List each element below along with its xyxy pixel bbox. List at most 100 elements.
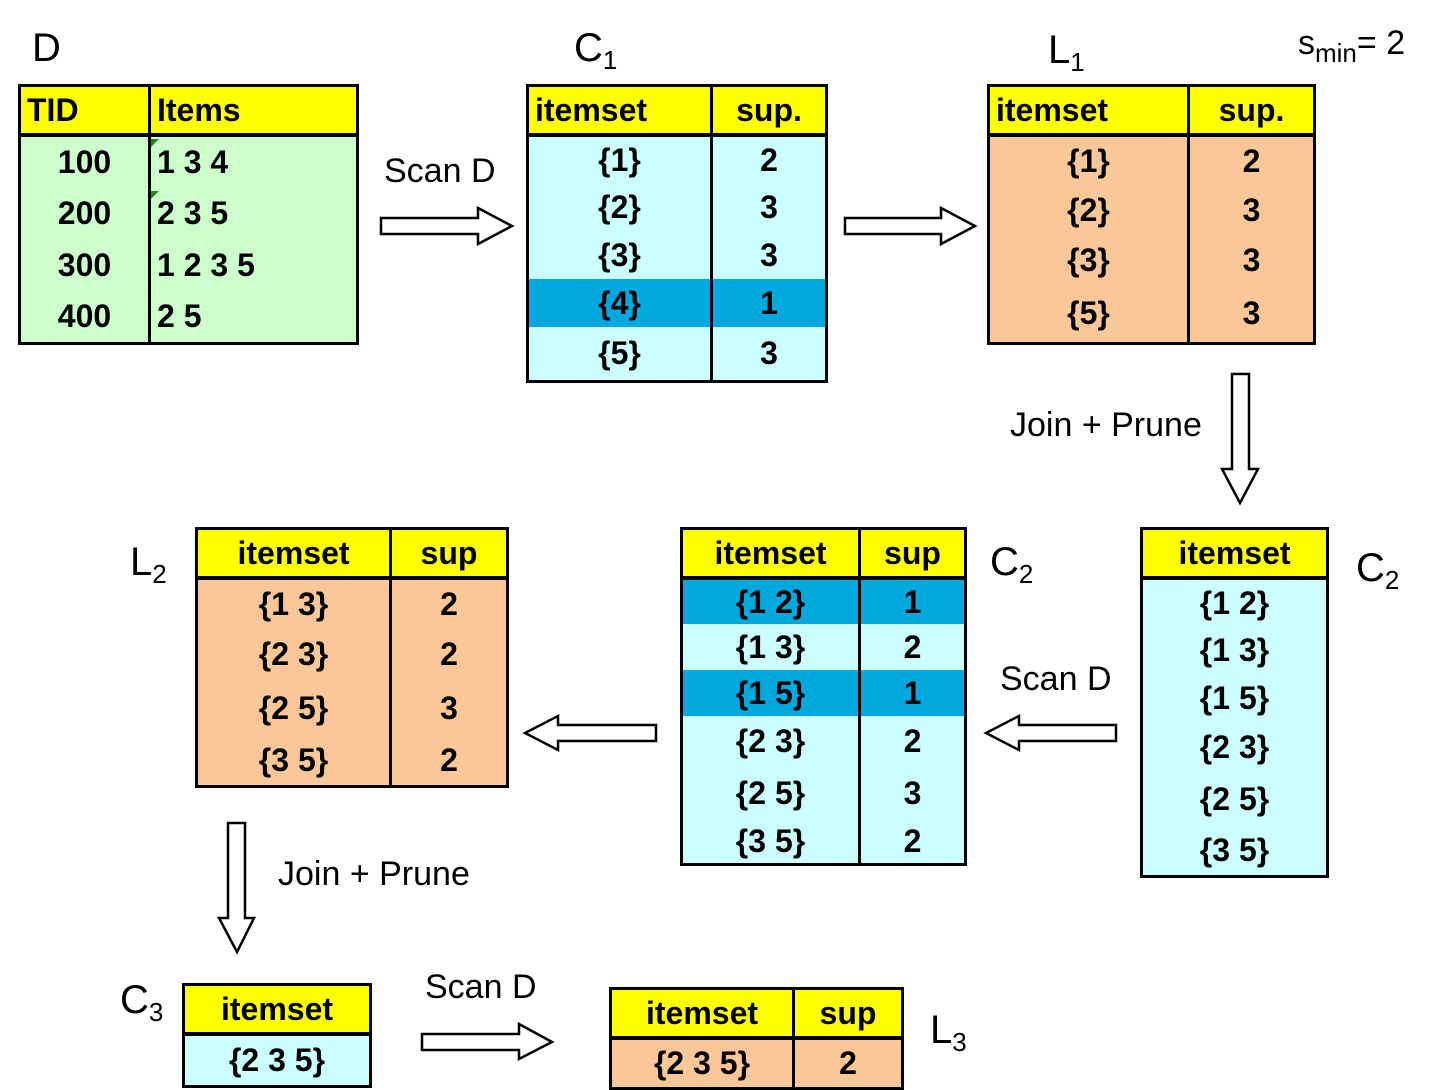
label-l3: L3 — [930, 1008, 967, 1055]
tid-cell: 400 — [19, 291, 150, 343]
itemset-cell: {3} — [527, 231, 712, 279]
col-header-itemset: itemset — [196, 528, 391, 580]
col-header-support: sup. — [1187, 85, 1315, 137]
col-header-support: sup. — [710, 85, 827, 137]
support-cell: 3 — [1187, 185, 1315, 235]
label-l3-sub: 3 — [952, 1026, 967, 1057]
support-cell: 3 — [710, 231, 827, 279]
table-row: {2 3}2 — [681, 716, 966, 766]
label-d-text: D — [32, 26, 61, 70]
table-c1: itemset sup. {1}2 {2}3 {3}3 {4}1 {5}3 — [526, 84, 828, 383]
table-row: {3 5}2 — [196, 736, 508, 786]
table-row: {1 5} — [1141, 674, 1328, 722]
arrow-down-icon — [1219, 372, 1261, 506]
col-header-items: Items — [148, 85, 358, 137]
table-row: {3 5}2 — [681, 820, 966, 864]
col-header-itemset: itemset — [610, 988, 794, 1040]
label-d: D — [32, 28, 61, 68]
arrow-right-icon — [379, 205, 515, 247]
arrow-left-icon — [983, 713, 1118, 753]
label-l3-text: L — [930, 1008, 953, 1052]
col-header-support: sup — [389, 528, 508, 580]
itemset-cell: {3 5} — [681, 820, 860, 864]
table-row-pruned: {4}1 — [527, 279, 827, 327]
itemset-cell: {1 3} — [196, 578, 391, 628]
itemset-cell: {5} — [988, 285, 1189, 343]
itemset-cell: {4} — [527, 279, 712, 327]
table-row: {5}3 — [988, 285, 1315, 343]
min-support-value: = 2 — [1356, 24, 1406, 62]
table-row: {1 3} — [1141, 626, 1328, 674]
table-l2: itemset sup {1 3}2 {2 3}2 {2 5}3 {3 5}2 — [195, 527, 509, 788]
arrow-right-icon — [420, 1021, 555, 1062]
tid-cell: 100 — [19, 135, 150, 187]
label-c2-candidates: C2 — [1356, 548, 1399, 593]
table-c2-candidates: itemset {1 2} {1 3} {1 5} {2 3} {2 5} {3… — [1140, 527, 1329, 878]
table-row: {2 5}3 — [681, 766, 966, 820]
support-cell: 2 — [1187, 135, 1315, 185]
table-row: {2}3 — [988, 185, 1315, 235]
col-header-tid: TID — [19, 85, 150, 137]
items-cell: 1 3 4 — [148, 135, 358, 187]
label-c3: C3 — [120, 978, 163, 1025]
label-c3-text: C — [120, 978, 149, 1022]
items-cell: 2 3 5 — [148, 187, 358, 239]
tid-cell: 200 — [19, 187, 150, 239]
table-row: {3}3 — [988, 235, 1315, 285]
op-join-prune-2: Join + Prune — [278, 855, 470, 893]
label-c3-sub: 3 — [148, 996, 164, 1027]
table-row: {2 3 5} — [183, 1034, 371, 1086]
op-scan-1: Scan D — [384, 152, 496, 190]
itemset-cell: {2 5} — [196, 680, 391, 736]
support-cell: 1 — [858, 670, 966, 716]
label-c2-counted: C2 — [990, 542, 1033, 587]
items-cell: 1 2 3 5 — [148, 239, 358, 291]
itemset-cell: {2 3 5} — [183, 1034, 371, 1086]
tid-cell: 300 — [19, 239, 150, 291]
itemset-cell: {3 5} — [1141, 826, 1328, 876]
table-row: {2 3 5}2 — [610, 1038, 903, 1088]
table-row: {3 5} — [1141, 826, 1328, 876]
itemset-cell: {2 3} — [196, 628, 391, 680]
label-c1-sub: 1 — [602, 44, 618, 75]
itemset-cell: {3} — [988, 235, 1189, 285]
support-cell: 2 — [792, 1038, 903, 1088]
table-row: {1 2} — [1141, 578, 1328, 626]
itemset-cell: {2 5} — [1141, 772, 1328, 826]
support-cell: 2 — [858, 820, 966, 864]
label-c1: C1 — [574, 26, 617, 73]
table-row: {2 5} — [1141, 772, 1328, 826]
support-cell: 3 — [710, 327, 827, 381]
itemset-cell: {3 5} — [196, 736, 391, 786]
label-c1-text: C — [574, 26, 603, 70]
label-c2-counted-sub: 2 — [1018, 558, 1034, 589]
table-row: {2 3}2 — [196, 628, 508, 680]
col-header-support: sup — [792, 988, 903, 1040]
label-l2-sub: 2 — [152, 558, 167, 589]
itemset-cell: {1 2} — [1141, 578, 1328, 626]
itemset-cell: {1} — [988, 135, 1189, 185]
label-l1-text: L — [1048, 28, 1071, 72]
itemset-cell: {1 3} — [1141, 626, 1328, 674]
support-cell: 2 — [389, 736, 508, 786]
support-cell: 2 — [389, 628, 508, 680]
support-cell: 2 — [858, 716, 966, 766]
arrow-left-icon — [522, 713, 658, 753]
cell-marker-icon — [151, 139, 159, 147]
label-l2: L2 — [130, 542, 167, 587]
table-row: {1}2 — [527, 135, 827, 183]
table-c2-counted: itemset sup {1 2}1 {1 3}2 {1 5}1 {2 3}2 … — [680, 527, 967, 866]
col-header-itemset: itemset — [988, 85, 1189, 137]
op-scan-2: Scan D — [1000, 660, 1112, 698]
table-l3: itemset sup {2 3 5}2 — [609, 987, 904, 1090]
items-cell: 2 5 — [148, 291, 358, 343]
itemset-cell: {1 3} — [681, 624, 860, 670]
table-row: {3}3 — [527, 231, 827, 279]
table-row: {2}3 — [527, 183, 827, 231]
cell-marker-icon — [151, 191, 159, 199]
itemset-cell: {2 3 5} — [610, 1038, 794, 1088]
